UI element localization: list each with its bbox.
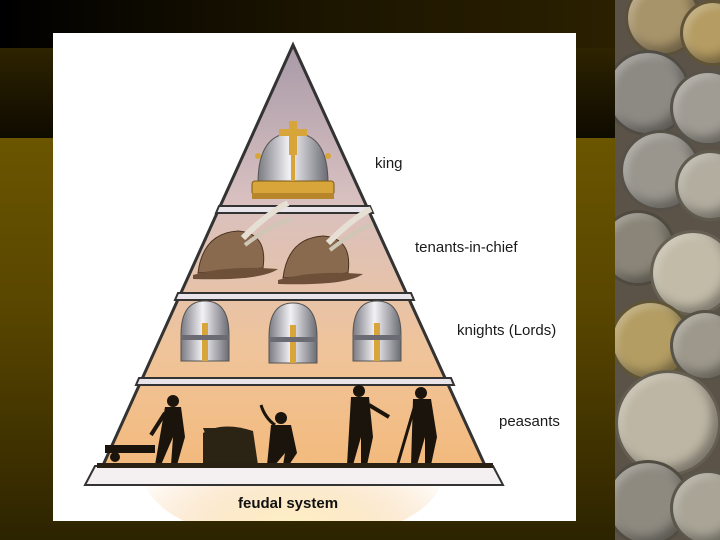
peasants-silhouette (97, 385, 493, 468)
knight-helmet-icon (268, 302, 318, 364)
crown-icon (251, 121, 335, 199)
coin (615, 370, 720, 476)
tier-label-tenants-in-chief: tenants-in-chief (415, 239, 518, 256)
tier-divider (134, 377, 456, 386)
feudal-pyramid (83, 41, 505, 521)
pyramid-base (83, 465, 505, 486)
diagram-panel: king tenants-in-chief knights (Lords) pe… (53, 33, 576, 521)
tier-label-knights: knights (Lords) (457, 322, 557, 339)
knight-helmet-icon (180, 300, 230, 362)
tier-divider (214, 205, 375, 214)
plumed-hat-icon (193, 200, 292, 280)
diagram-caption: feudal system (238, 495, 339, 512)
plumed-hat-icon (278, 206, 374, 285)
knight-helmet-icon (352, 300, 402, 362)
tier-label-peasants: peasants (499, 413, 560, 430)
coins-photo (615, 0, 720, 540)
tier-label-king: king (375, 155, 403, 172)
tier-divider (173, 292, 416, 301)
